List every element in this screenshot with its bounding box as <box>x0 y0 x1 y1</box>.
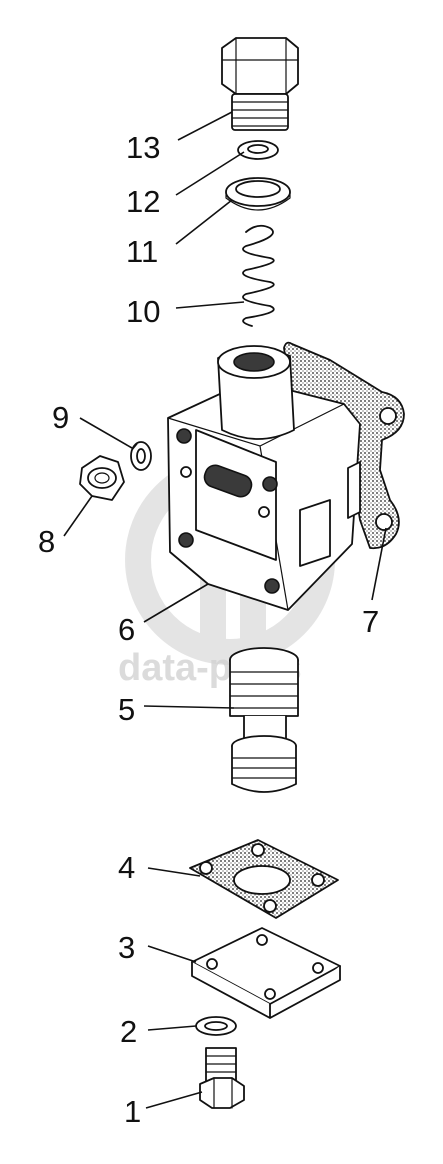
leader-5 <box>143 705 235 709</box>
part-5-piston <box>229 647 299 793</box>
callout-12: 12 <box>126 184 160 219</box>
part-2-spring-washer <box>195 1016 237 1036</box>
leader-10 <box>175 301 245 309</box>
callout-11: 11 <box>126 234 158 269</box>
part-13-plug <box>221 37 299 131</box>
callout-5: 5 <box>118 692 135 727</box>
part-9-lock-washer <box>130 441 152 471</box>
part-6-valve-body <box>167 345 361 611</box>
part-7-gasket <box>283 341 405 550</box>
callout-1: 1 <box>124 1094 141 1129</box>
leader-lines <box>63 111 387 1109</box>
leader-2 <box>147 1025 197 1031</box>
callout-8: 8 <box>38 524 55 559</box>
part-1-bolt <box>199 1047 245 1109</box>
callout-2: 2 <box>120 1014 137 1049</box>
callout-3: 3 <box>118 930 135 965</box>
part-4-gasket <box>189 839 339 919</box>
leader-9 <box>79 417 133 449</box>
leader-13 <box>177 111 233 141</box>
part-10-spring <box>242 224 275 327</box>
callout-13: 13 <box>126 130 160 165</box>
leader-7 <box>371 527 387 601</box>
leader-12 <box>175 151 245 196</box>
callout-6: 6 <box>118 612 135 647</box>
leader-3 <box>147 945 197 963</box>
callout-labels: 13 12 11 10 9 8 6 7 5 4 3 2 1 <box>38 130 379 1129</box>
part-8-nut <box>79 455 125 501</box>
part-11-ring <box>225 177 291 211</box>
callout-7: 7 <box>362 604 379 639</box>
leader-11 <box>175 199 233 245</box>
callout-9: 9 <box>52 400 69 435</box>
part-12-washer <box>237 140 279 160</box>
part-3-cover-plate <box>191 927 341 1019</box>
leader-4 <box>147 867 201 877</box>
leader-1 <box>145 1091 203 1109</box>
leader-6 <box>143 583 209 623</box>
callout-10: 10 <box>126 294 160 329</box>
leader-8 <box>63 495 93 537</box>
callout-4: 4 <box>118 850 135 885</box>
